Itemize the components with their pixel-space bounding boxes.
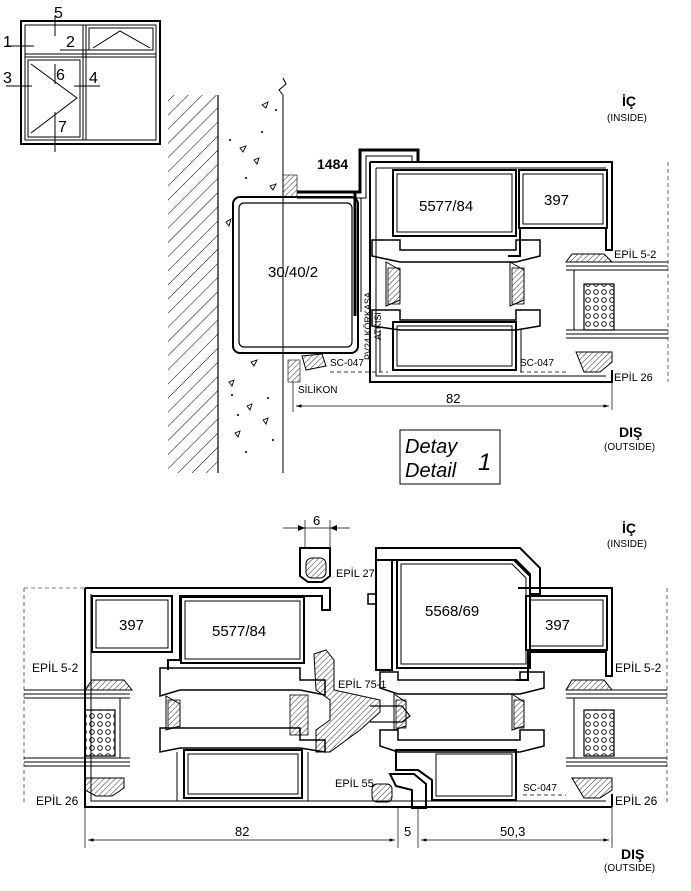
wall-hatch bbox=[168, 95, 218, 473]
key-plan-outer-frame bbox=[20, 20, 161, 145]
right-gasket-top-label: EPİL 5-2 bbox=[615, 661, 662, 675]
right-frame-profile bbox=[516, 587, 613, 808]
dimension-6: 6 bbox=[313, 513, 320, 528]
key-plan-marker-7: 7 bbox=[58, 119, 67, 136]
left-gasket-epil-5-2 bbox=[84, 679, 134, 691]
gasket-55-label: EPİL 55 bbox=[335, 777, 374, 790]
left-gasket-epil-26 bbox=[84, 777, 125, 797]
frame-chamber-397 bbox=[518, 169, 608, 229]
profile-1484 bbox=[297, 148, 420, 194]
key-plan-marker-5: 5 bbox=[54, 5, 63, 22]
right-sash-label: 5568/69 bbox=[425, 603, 479, 620]
dimension-82: 82 bbox=[446, 391, 460, 406]
dimension-50-3: 50,3 bbox=[500, 824, 525, 839]
right-glazing-unit bbox=[566, 689, 667, 767]
key-plan-top-opening-symbol bbox=[92, 30, 151, 49]
profile-1484-label: 1484 bbox=[317, 156, 348, 172]
detail-number: 1 bbox=[478, 449, 491, 476]
key-plan: 1 2 3 4 5 6 7 bbox=[3, 5, 161, 152]
gasket-epil-26 bbox=[575, 351, 613, 373]
left-frame-chamber-397 bbox=[91, 595, 173, 653]
inside-label-2-en: (INSIDE) bbox=[607, 539, 647, 550]
right-gasket-bottom-label: EPİL 26 bbox=[615, 794, 658, 808]
silicone-label: SİLİKON bbox=[298, 383, 337, 396]
right-frame-label: 397 bbox=[545, 617, 570, 634]
steel-tube-inner bbox=[238, 202, 353, 348]
main-frame-profile bbox=[369, 161, 613, 410]
key-plan-marker-3: 3 bbox=[3, 70, 12, 87]
seal-right-label: SC-047 bbox=[520, 358, 554, 369]
right-gasket-epil-5-2 bbox=[565, 679, 614, 691]
lower-chamber bbox=[392, 321, 517, 371]
inside-label: İÇ bbox=[622, 93, 636, 109]
inside-label-2: İÇ bbox=[622, 520, 636, 536]
key-plan-inner-frame bbox=[24, 24, 157, 141]
right-spacer-bar bbox=[583, 709, 615, 757]
seal-label: SC-047 bbox=[523, 783, 557, 794]
key-plan-left-opening-symbol bbox=[30, 63, 78, 134]
thermal-break bbox=[371, 239, 541, 331]
left-spacer-bar bbox=[84, 709, 116, 757]
silicone-fill-top bbox=[282, 174, 298, 198]
left-sash-chamber-5577 bbox=[180, 596, 305, 664]
left-frame-label: 397 bbox=[119, 617, 144, 634]
gasket-epil-27 bbox=[305, 557, 327, 579]
gasket-751-label: EPİL 75-1 bbox=[338, 678, 387, 691]
dimension-82-bottom: 82 bbox=[235, 824, 249, 839]
left-sash-label: 5577/84 bbox=[212, 623, 266, 640]
detail-title-box bbox=[399, 429, 501, 485]
outside-label-en: (OUTSIDE) bbox=[604, 442, 655, 453]
detail-2: 6 397 5577/84 EPİL 75-1 bbox=[23, 513, 668, 874]
left-gasket-bottom-label: EPİL 26 bbox=[36, 794, 79, 808]
glazing-unit bbox=[566, 162, 669, 382]
sash-label: 5577/84 bbox=[419, 198, 473, 215]
key-plan-marker-6: 6 bbox=[56, 67, 65, 84]
outside-label: DIŞ bbox=[619, 424, 642, 440]
right-frame-chamber-397 bbox=[525, 595, 608, 651]
seal-left-label: SC-047 bbox=[330, 358, 364, 369]
gasket-27-label: EPİL 27 bbox=[336, 567, 375, 580]
detail-title-tr: Detay bbox=[405, 436, 458, 458]
detail-1: 30/40/2 1484 5577/84 397 bbox=[168, 77, 669, 485]
gasket-epil-75-1 bbox=[313, 649, 381, 753]
sash-chamber-5577 bbox=[392, 169, 517, 237]
frame-label: 397 bbox=[544, 192, 569, 209]
gasket-epil-5-2 bbox=[565, 253, 614, 263]
key-plan-marker-2: 2 bbox=[66, 34, 75, 51]
spacer-bar bbox=[583, 283, 615, 331]
key-plan-marker-4: 4 bbox=[89, 70, 98, 87]
key-plan-marker-1: 1 bbox=[3, 34, 12, 51]
gasket-epil-55 bbox=[371, 783, 393, 803]
outside-label-2: DIŞ bbox=[621, 846, 644, 862]
vertical-label-2: ATKISI bbox=[373, 312, 383, 340]
left-lower-chamber bbox=[183, 749, 303, 799]
right-lower-chamber bbox=[395, 749, 517, 801]
dimension-5: 5 bbox=[404, 824, 411, 839]
right-gasket-epil-26 bbox=[571, 777, 613, 799]
left-glazing-unit bbox=[24, 689, 130, 767]
plaster-speckles bbox=[225, 101, 277, 438]
gasket-top-label: EPİL 5-2 bbox=[614, 248, 656, 261]
silicone-fill-bottom bbox=[287, 359, 301, 383]
left-gasket-top-label: EPİL 5-2 bbox=[32, 661, 79, 675]
detail-title-en: Detail bbox=[405, 460, 457, 482]
outside-label-2-en: (OUTSIDE) bbox=[604, 863, 655, 874]
tube-label: 30/40/2 bbox=[268, 264, 318, 281]
gasket-bottom-label: EPİL 26 bbox=[614, 371, 653, 384]
inside-label-en: (INSIDE) bbox=[607, 113, 647, 124]
vertical-label-1: PV24 KÖRKASA bbox=[363, 292, 373, 360]
steel-tube-outer bbox=[232, 196, 359, 354]
